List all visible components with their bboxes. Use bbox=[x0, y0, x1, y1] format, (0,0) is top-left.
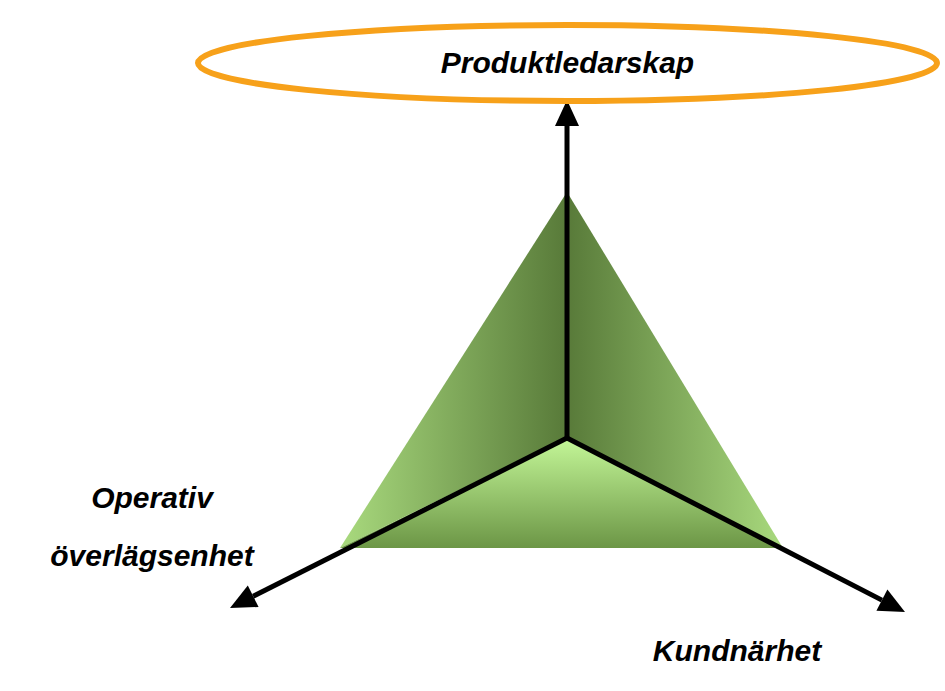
axis-label: Operativ överlägsenhet bbox=[42, 469, 262, 585]
ellipse-node: Produktledarskap bbox=[195, 22, 940, 104]
node-title: Produktledarskap bbox=[438, 45, 697, 81]
arrowhead bbox=[230, 586, 259, 608]
axis-line bbox=[253, 438, 567, 596]
axis-lines bbox=[253, 126, 882, 600]
axis-line bbox=[567, 438, 882, 600]
axis-arrowheads bbox=[230, 100, 905, 612]
pyramid-bottom-face bbox=[340, 438, 783, 548]
axis-label: Kundnärhet bbox=[637, 622, 837, 680]
arrowhead bbox=[876, 589, 905, 612]
axis-line bbox=[565, 126, 570, 438]
ellipse-border bbox=[198, 25, 937, 101]
